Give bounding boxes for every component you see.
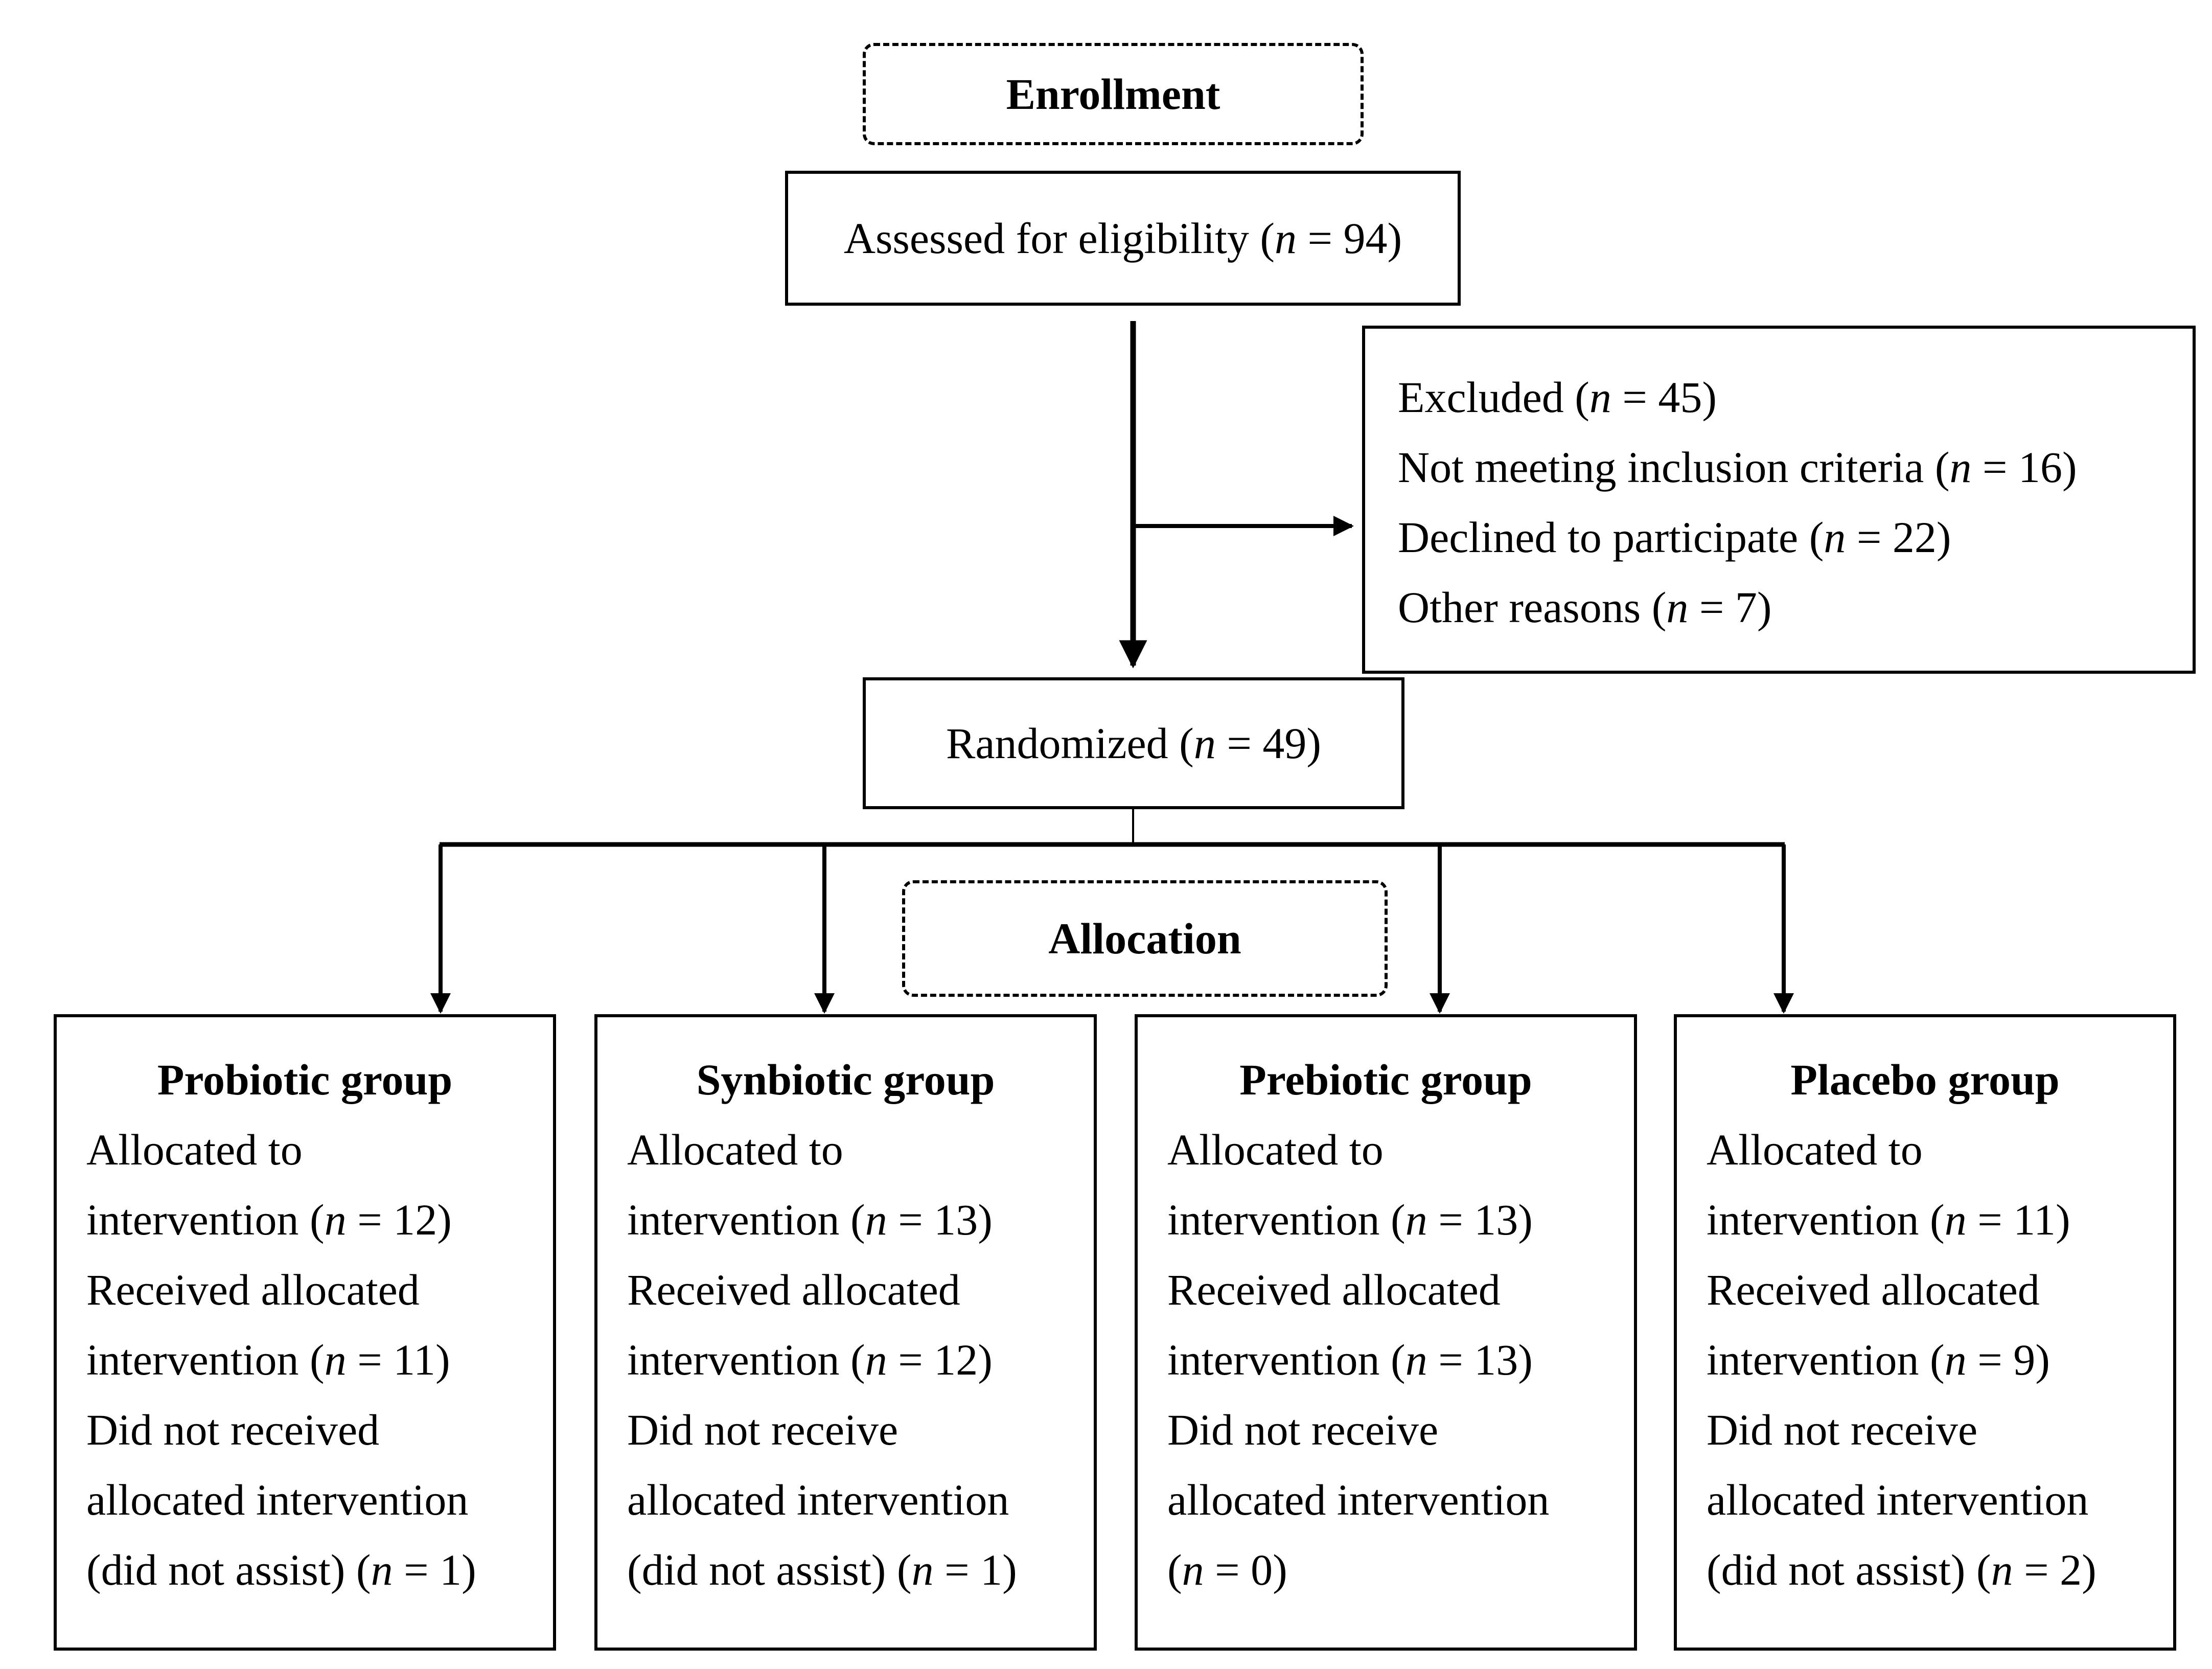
group-line: intervention (n = 13) [627, 1195, 993, 1244]
enrollment-label: Enrollment [1006, 70, 1220, 119]
excluded-not-meeting-criteria: Not meeting inclusion criteria (n = 16) [1398, 443, 2077, 492]
placebo-group-details: Allocated to intervention (n = 11) Recei… [1677, 1115, 2173, 1605]
prebiotic-group-details: Allocated to intervention (n = 13) Recei… [1138, 1115, 1634, 1605]
group-line: Did not received [86, 1405, 380, 1454]
group-line: Did not receive [1167, 1405, 1439, 1454]
group-line: intervention (n = 13) [1167, 1335, 1533, 1384]
probiotic-group-title: Probiotic group [157, 1055, 453, 1104]
group-line: (did not assist) (n = 1) [86, 1545, 476, 1594]
group-line: Did not receive [1707, 1405, 1978, 1454]
excluded-total: Excluded (n = 45) [1398, 373, 1717, 422]
group-line: (did not assist) (n = 2) [1707, 1545, 2096, 1594]
excluded-box: Excluded (n = 45) Not meeting inclusion … [1362, 326, 2196, 674]
group-line: intervention (n = 11) [1707, 1195, 2070, 1244]
synbiotic-group-details: Allocated to intervention (n = 13) Recei… [597, 1115, 1094, 1605]
group-line: intervention (n = 12) [86, 1195, 452, 1244]
allocation-label-box: Allocation [902, 880, 1388, 997]
randomized-box: Randomized (n = 49) [863, 677, 1404, 809]
group-line: intervention (n = 12) [627, 1335, 993, 1384]
group-line: Allocated to [627, 1125, 843, 1174]
group-line: allocated intervention [627, 1475, 1009, 1524]
group-line: Received allocated [1167, 1265, 1501, 1314]
group-line: (n = 0) [1167, 1545, 1287, 1594]
group-line: Allocated to [1167, 1125, 1384, 1174]
randomized-text: Randomized (n = 49) [946, 719, 1321, 768]
group-line: intervention (n = 9) [1707, 1335, 2050, 1384]
synbiotic-group-box: Synbiotic group Allocated to interventio… [594, 1014, 1097, 1651]
prebiotic-group-box: Prebiotic group Allocated to interventio… [1135, 1014, 1637, 1651]
excluded-lines: Excluded (n = 45) Not meeting inclusion … [1398, 362, 2077, 643]
group-line: intervention (n = 13) [1167, 1195, 1533, 1244]
group-line: Received allocated [627, 1265, 960, 1314]
group-line: (did not assist) (n = 1) [627, 1545, 1017, 1594]
excluded-declined: Declined to participate (n = 22) [1398, 513, 1951, 562]
group-line: allocated intervention [1707, 1475, 2089, 1524]
synbiotic-group-title: Synbiotic group [696, 1055, 995, 1104]
prebiotic-group-title: Prebiotic group [1239, 1055, 1532, 1104]
group-line: Received allocated [86, 1265, 420, 1314]
placebo-group-title: Placebo group [1790, 1055, 2060, 1104]
group-line: allocated intervention [1167, 1475, 1550, 1524]
group-line: allocated intervention [86, 1475, 469, 1524]
group-line: intervention (n = 11) [86, 1335, 450, 1384]
group-line: Received allocated [1707, 1265, 2040, 1314]
assessed-text: Assessed for eligibility (n = 94) [843, 214, 1402, 263]
excluded-other-reasons: Other reasons (n = 7) [1398, 583, 1772, 632]
group-line: Did not receive [627, 1405, 898, 1454]
group-line: Allocated to [86, 1125, 303, 1174]
probiotic-group-details: Allocated to intervention (n = 12) Recei… [57, 1115, 553, 1605]
enrollment-label-box: Enrollment [863, 43, 1364, 145]
allocation-label: Allocation [1048, 914, 1241, 963]
placebo-group-box: Placebo group Allocated to intervention … [1674, 1014, 2176, 1651]
assessed-box: Assessed for eligibility (n = 94) [785, 171, 1461, 306]
probiotic-group-box: Probiotic group Allocated to interventio… [54, 1014, 556, 1651]
group-line: Allocated to [1707, 1125, 1923, 1174]
